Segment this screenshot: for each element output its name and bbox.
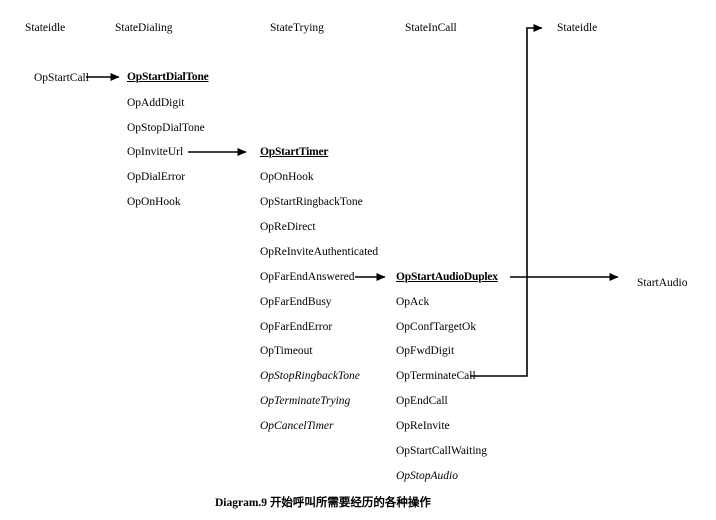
op-opdialerror: OpDialError — [127, 171, 186, 183]
column-header-state-trying: StateTrying — [270, 22, 324, 34]
op-opstartaudioduplex: OpStartAudioDuplex — [396, 271, 498, 283]
op-opadddigit: OpAddDigit — [127, 97, 185, 109]
caption-prefix: Diagram.9 — [215, 497, 268, 509]
edge-opterminatecall-to-stateidle — [470, 24, 543, 377]
op-opstartdialtone: OpStartDialTone — [127, 71, 209, 83]
column-header-state-idle: Stateidle — [25, 22, 66, 34]
op-opstartcallwaiting: OpStartCallWaiting — [396, 445, 488, 457]
op-opreinvite: OpReInvite — [396, 420, 450, 432]
op-opinviteurl: OpInviteUrl — [127, 146, 184, 158]
op-oponhook-trying: OpOnHook — [260, 171, 314, 183]
op-opfarendbusy: OpFarEndBusy — [260, 296, 332, 308]
op-opstopdialtone: OpStopDialTone — [127, 122, 205, 134]
op-opcanceltimer: OpCancelTimer — [260, 420, 334, 432]
op-opfarendanswered: OpFarEndAnswered — [260, 271, 355, 283]
column-header-state-incall: StateInCall — [405, 22, 457, 34]
diagram-caption: Diagram.9 开始呼叫所需要经历的各种操作 — [215, 494, 431, 510]
op-opterminatetrying: OpTerminateTrying — [260, 395, 351, 407]
op-opack: OpAck — [396, 296, 430, 308]
op-opstartringbacktone: OpStartRingbackTone — [260, 196, 363, 208]
op-opstopringbacktone: OpStopRingbackTone — [260, 370, 360, 382]
op-oponhook-dialing: OpOnHook — [127, 196, 181, 208]
op-opstartcall: OpStartCall — [34, 72, 89, 84]
op-opstopaudio: OpStopAudio — [396, 470, 458, 482]
op-opfarenderror: OpFarEndError — [260, 321, 333, 333]
op-opfwddigit: OpFwdDigit — [396, 345, 455, 357]
target-start-audio: StartAudio — [637, 277, 688, 289]
op-opconftargetok: OpConfTargetOk — [396, 321, 477, 333]
column-header-state-dialing: StateDialing — [115, 22, 173, 34]
target-state-idle: Stateidle — [557, 22, 598, 34]
op-opreinviteauthenticated: OpReInviteAuthenticated — [260, 246, 379, 258]
op-opendcall: OpEndCall — [396, 395, 448, 407]
op-opredirect: OpReDirect — [260, 221, 316, 233]
op-opterminatecall: OpTerminateCall — [396, 370, 476, 382]
op-opstarttimer: OpStartTimer — [260, 146, 329, 158]
caption-text: 开始呼叫所需要经历的各种操作 — [269, 495, 431, 509]
op-optimeout: OpTimeout — [260, 345, 313, 357]
